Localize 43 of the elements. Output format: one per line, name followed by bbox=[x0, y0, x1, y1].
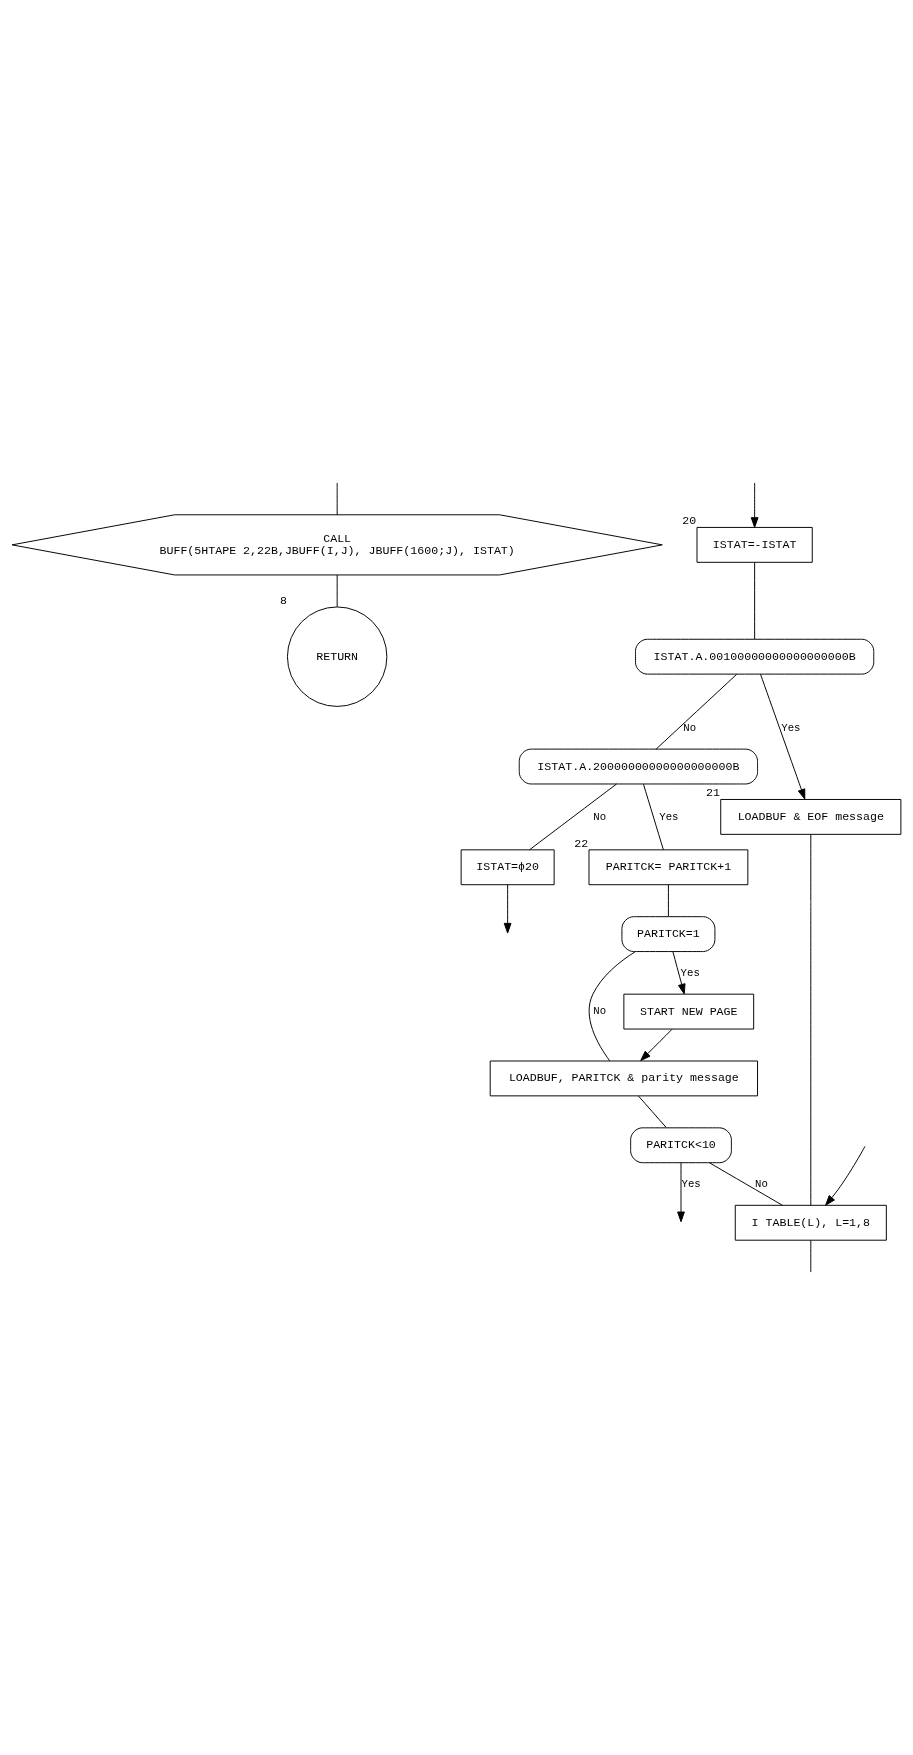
edge-label: No bbox=[683, 721, 697, 734]
arrow bbox=[677, 1162, 685, 1223]
node-label: 20 bbox=[682, 514, 697, 528]
connector bbox=[336, 574, 338, 608]
edge-label: Yes bbox=[681, 1177, 701, 1190]
connector bbox=[667, 884, 669, 917]
arrow bbox=[760, 673, 806, 800]
node-circle: RETURN bbox=[286, 606, 388, 707]
connector bbox=[655, 673, 738, 750]
arrow bbox=[672, 951, 686, 995]
edge-label: No bbox=[755, 1177, 768, 1190]
connector bbox=[810, 1239, 812, 1273]
node-label: 8 bbox=[279, 593, 287, 607]
edge-label: No bbox=[593, 1005, 607, 1018]
edge-label: No bbox=[593, 810, 607, 823]
connector bbox=[336, 482, 338, 516]
node-box: PARITCK= PARITCK+1 bbox=[588, 849, 749, 886]
node-box: LOADBUF & EOF message bbox=[720, 799, 902, 835]
node-label: 21 bbox=[706, 786, 720, 800]
edge-label: Yes bbox=[781, 721, 801, 734]
node-box: ISTAT=ϕ20 bbox=[460, 849, 555, 886]
node-box: I TABLE(L), L=1,8 bbox=[734, 1204, 887, 1241]
node-box: ISTAT.A.00100000000000000000B bbox=[635, 638, 875, 675]
arrow bbox=[503, 884, 512, 934]
connector bbox=[588, 951, 636, 1062]
edge-label: Yes bbox=[680, 966, 700, 979]
connector bbox=[643, 783, 664, 851]
node-box: ISTAT=-ISTAT bbox=[696, 526, 813, 563]
connector bbox=[709, 1162, 783, 1206]
node-box: LOADBUF, PARITCK & parity message bbox=[489, 1060, 758, 1097]
node-label: 22 bbox=[574, 836, 589, 850]
connector bbox=[754, 562, 756, 640]
connector bbox=[638, 1095, 667, 1128]
arrow bbox=[640, 1028, 673, 1062]
edge-label: Yes bbox=[659, 810, 679, 823]
connector bbox=[529, 783, 617, 851]
node-box: ISTAT.A.20000000000000000000B bbox=[518, 748, 758, 785]
connector bbox=[810, 834, 812, 1206]
node-box: START NEW PAGE bbox=[623, 993, 755, 1030]
node-box: PARITCK<10 bbox=[630, 1127, 732, 1164]
node-box: PARITCK=1 bbox=[621, 916, 716, 953]
arrow bbox=[750, 482, 759, 528]
arrow bbox=[825, 1145, 866, 1206]
